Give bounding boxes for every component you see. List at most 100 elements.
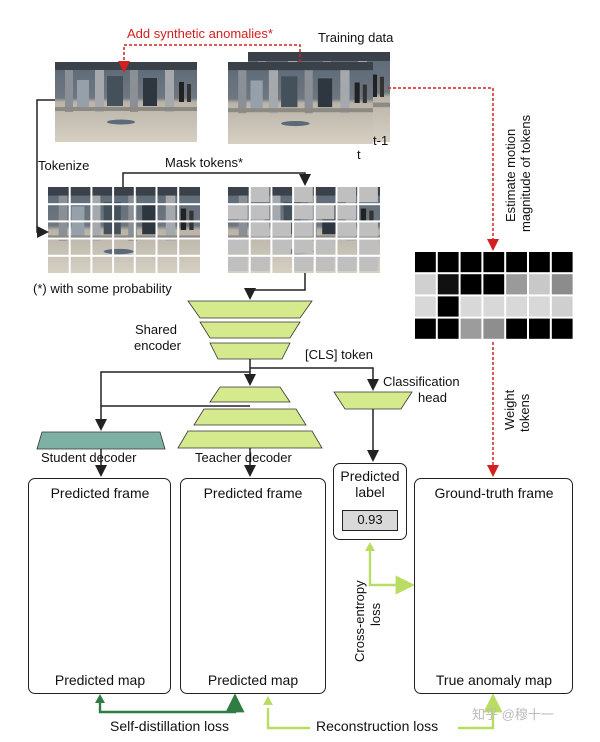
cls-token-label: [CLS] token [305, 347, 373, 362]
token-grid-line [292, 187, 295, 273]
motion-token [551, 318, 573, 339]
masked-token [336, 187, 357, 203]
masked-token [336, 255, 357, 271]
masked-token [249, 255, 270, 271]
motion-token [483, 274, 505, 295]
masked-token [293, 187, 313, 203]
masked-token [358, 255, 378, 271]
motion-token [415, 274, 436, 295]
token-grid-line [48, 203, 200, 206]
teacher-decoder-label: Teacher decoder [195, 450, 292, 465]
motion-token [483, 252, 505, 273]
masked-token [228, 255, 248, 271]
masked-token [293, 255, 313, 271]
masked-token [293, 221, 313, 237]
training-data-label: Training data [318, 30, 394, 45]
masked-token [336, 204, 357, 220]
motion-token [529, 318, 550, 339]
masked-token [314, 204, 335, 220]
mask-arrow [122, 172, 311, 187]
estimate-motion-label-1: Estimate motion [503, 128, 518, 222]
mask-to-encoder-arrow [244, 273, 306, 300]
token-grid-line [133, 187, 136, 273]
t-label: t [357, 147, 361, 162]
motion-token [460, 274, 482, 295]
encoder-layer-1 [187, 300, 313, 319]
tokenize-arrow [36, 99, 55, 238]
synthetic-anomaly-arrow [118, 44, 301, 73]
self-distillation-arrow [98, 693, 245, 714]
cross-entropy-label-2: loss [368, 602, 383, 626]
reconstruction-arrowhead-left [263, 696, 273, 705]
student-branch-line [100, 371, 250, 406]
masked-token [314, 255, 335, 271]
masked-token [358, 187, 378, 203]
masked-token [271, 221, 292, 237]
masked-token [271, 238, 292, 254]
predicted-label-panel: Predicted label 0.93 [333, 463, 407, 540]
predicted-label-title-1: Predicted [340, 468, 400, 484]
token-grid-line [270, 187, 273, 273]
motion-token [551, 274, 573, 295]
masked-token [249, 187, 270, 203]
token-grid-line [155, 187, 158, 273]
motion-token [529, 296, 550, 317]
token-grid-line [335, 187, 338, 273]
reconstruction-label: Reconstruction loss [316, 718, 439, 734]
masked-token [336, 221, 357, 237]
token-grid-line [313, 187, 316, 273]
cross-entropy-label-1: Cross-entropy [352, 580, 367, 662]
motion-token [415, 318, 436, 339]
encoder-layer-2 [199, 321, 301, 339]
motion-token [551, 296, 573, 317]
watermark: 知乎 @穆十一 [472, 707, 554, 722]
token-grid-line [48, 237, 200, 240]
motion-token [529, 274, 550, 295]
motion-token [483, 296, 505, 317]
anomaly-frame [55, 62, 197, 142]
token-grid-line [90, 187, 93, 273]
shared-encoder-label-1: Shared [135, 322, 177, 337]
student-panel: Predicted frame Predicted map [28, 478, 171, 694]
masked-token [314, 238, 335, 254]
teacher-panel-map-label: Predicted map [207, 672, 299, 688]
student-decoder-layer [36, 431, 166, 450]
token-grid-line [48, 220, 200, 223]
ground-truth-title: Ground-truth frame [434, 485, 554, 501]
token-grid-line [112, 187, 115, 273]
classification-head-label-2: head [418, 390, 447, 405]
masked-token [249, 221, 270, 237]
cross-entropy-arrowhead-top [365, 542, 375, 551]
estimate-motion-label-2: magnitude of tokens [518, 114, 533, 232]
t-minus-1-label: t-1 [373, 133, 389, 148]
tokenize-label: Tokenize [38, 158, 90, 173]
motion-token [415, 296, 436, 317]
motion-token [460, 318, 482, 339]
motion-token [415, 252, 436, 273]
cross-entropy-arrow [368, 545, 415, 595]
motion-token [483, 318, 505, 339]
motion-token [437, 318, 459, 339]
masked-token [358, 238, 378, 254]
masked-token [228, 238, 248, 254]
masked-token [249, 204, 270, 220]
token-grid-line [228, 203, 380, 206]
motion-token [460, 252, 482, 273]
encoder-layer-3 [209, 342, 291, 360]
training-frame-t [228, 62, 373, 144]
predicted-label-value: 0.93 [342, 510, 398, 531]
mask-tokens-label: Mask tokens* [165, 155, 244, 170]
probability-note: (*) with some probability [33, 281, 172, 296]
token-grid-line [228, 254, 380, 257]
self-distillation-label: Self-distillation loss [110, 718, 230, 734]
student-decoder-label: Student decoder [41, 450, 137, 465]
token-grid-line [228, 237, 380, 240]
reconstruction-line-right [458, 693, 503, 730]
motion-estimate-arrow [388, 87, 499, 251]
motion-token [437, 274, 459, 295]
motion-token [437, 252, 459, 273]
shared-encoder-label-2: encoder [134, 338, 181, 353]
add-synthetic-label: Add synthetic anomalies* [127, 26, 273, 41]
classification-head [333, 391, 413, 410]
